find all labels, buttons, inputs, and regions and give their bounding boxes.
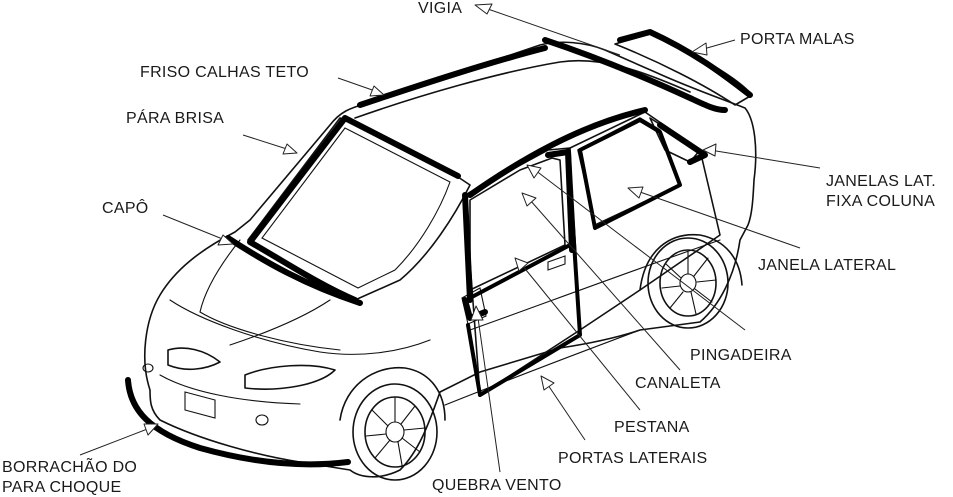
label-para-brisa: PÁRA BRISA bbox=[126, 108, 224, 127]
leader-capo bbox=[162, 214, 226, 241]
car-body-outline bbox=[144, 41, 757, 478]
leader-canaleta bbox=[529, 199, 681, 371]
hood-line-1 bbox=[199, 239, 241, 313]
rear-rim bbox=[659, 249, 717, 317]
windshield-inner bbox=[261, 127, 451, 289]
headlight-left bbox=[167, 347, 221, 371]
seal-canaleta bbox=[462, 149, 575, 303]
headlight-right bbox=[244, 364, 336, 390]
seal-pingadeira bbox=[467, 107, 648, 198]
seal-janelas-lat-fixa bbox=[657, 122, 708, 165]
label-janela-lateral: JANELA LATERAL bbox=[758, 257, 896, 274]
leader-friso bbox=[337, 77, 379, 93]
seal-vigia bbox=[542, 37, 728, 113]
arrow-para-brisa bbox=[282, 143, 298, 155]
rear-tire bbox=[647, 237, 729, 329]
seal-friso-calhas-teto bbox=[357, 45, 548, 108]
front-wheel-arch bbox=[339, 366, 446, 421]
seal-capo bbox=[225, 235, 363, 306]
seal-porta-malas bbox=[617, 29, 753, 98]
arrow-canaleta bbox=[521, 192, 537, 207]
seal-strokes bbox=[125, 29, 753, 468]
fog-light-right bbox=[255, 414, 269, 426]
arrow-vigia bbox=[474, 3, 493, 15]
rear-hub bbox=[679, 273, 697, 293]
door-handle bbox=[547, 255, 566, 271]
label-porta-malas: PORTA MALAS bbox=[740, 31, 855, 48]
arrow-janela-lateral bbox=[627, 186, 644, 199]
windshield-frame bbox=[247, 117, 471, 301]
arrow-porta-malas bbox=[691, 42, 708, 56]
arrow-borrachao bbox=[143, 423, 159, 436]
label-borrachao-line1: BORRACHÃO DO bbox=[2, 456, 137, 476]
arrow-portas-laterais bbox=[540, 375, 555, 391]
arrow-friso bbox=[369, 85, 385, 97]
arrow-capo bbox=[217, 234, 234, 246]
hood-crease bbox=[199, 311, 341, 351]
arrow-quebra-vento bbox=[470, 305, 484, 321]
label-friso-calhas-teto: FRISO CALHAS TETO bbox=[140, 64, 309, 81]
leader-quebra-vento bbox=[477, 317, 501, 473]
label-capo: CAPÔ bbox=[102, 198, 149, 217]
label-pingadeira: PINGADEIRA bbox=[690, 347, 792, 364]
label-pestana: PESTANA bbox=[614, 419, 690, 436]
seal-janela-lateral bbox=[578, 118, 682, 230]
leader-janela-lateral bbox=[639, 191, 801, 249]
arrow-pestana bbox=[514, 257, 529, 272]
seal-portas-laterais bbox=[466, 148, 582, 397]
leader-pestana bbox=[521, 264, 641, 411]
sill-line bbox=[444, 329, 641, 406]
rear-spokes bbox=[661, 251, 717, 315]
leader-pingadeira bbox=[534, 169, 746, 331]
label-portas-laterais: PORTAS LATERAIS bbox=[558, 450, 707, 467]
leader-borrachao bbox=[79, 427, 151, 456]
label-vigia: VIGIA bbox=[418, 0, 462, 17]
hood-line-3 bbox=[169, 299, 431, 355]
leader-vigia bbox=[484, 7, 621, 56]
labels: VIGIA PORTA MALAS FRISO CALHAS TETO PÁRA… bbox=[2, 0, 936, 496]
front-tire bbox=[352, 383, 438, 481]
plate-area bbox=[184, 391, 216, 419]
label-janelas-lat-line1: JANELAS LAT. bbox=[826, 173, 936, 190]
seal-borrachao-para-choque bbox=[125, 377, 351, 468]
label-borrachao-line2: PARA CHOQUE bbox=[2, 479, 121, 496]
hood-line-2 bbox=[229, 299, 331, 346]
leader-janelas-lat bbox=[709, 149, 821, 169]
rear-wheel-arch bbox=[639, 233, 743, 291]
leader-para-brisa bbox=[242, 134, 291, 151]
label-quebra-vento: QUEBRA VENTO bbox=[432, 477, 562, 494]
arrow-janelas-lat bbox=[702, 143, 717, 157]
leader-portas-laterais bbox=[547, 384, 586, 441]
leader-lines bbox=[79, 3, 821, 473]
label-janelas-lat-line2: FIXA COLUNA bbox=[826, 193, 935, 210]
rear-door bbox=[569, 111, 721, 331]
grille bbox=[159, 374, 301, 405]
door-crease bbox=[469, 239, 721, 331]
label-canaleta: CANALETA bbox=[635, 375, 721, 392]
front-hub bbox=[385, 421, 405, 443]
front-rim bbox=[364, 396, 426, 468]
seal-pestana bbox=[468, 243, 572, 300]
car-illustration bbox=[142, 33, 757, 481]
mirror bbox=[461, 287, 487, 325]
fog-light-left bbox=[142, 363, 154, 373]
roof-line bbox=[354, 59, 691, 119]
arrow-pingadeira bbox=[526, 164, 542, 179]
front-spokes bbox=[365, 397, 426, 466]
